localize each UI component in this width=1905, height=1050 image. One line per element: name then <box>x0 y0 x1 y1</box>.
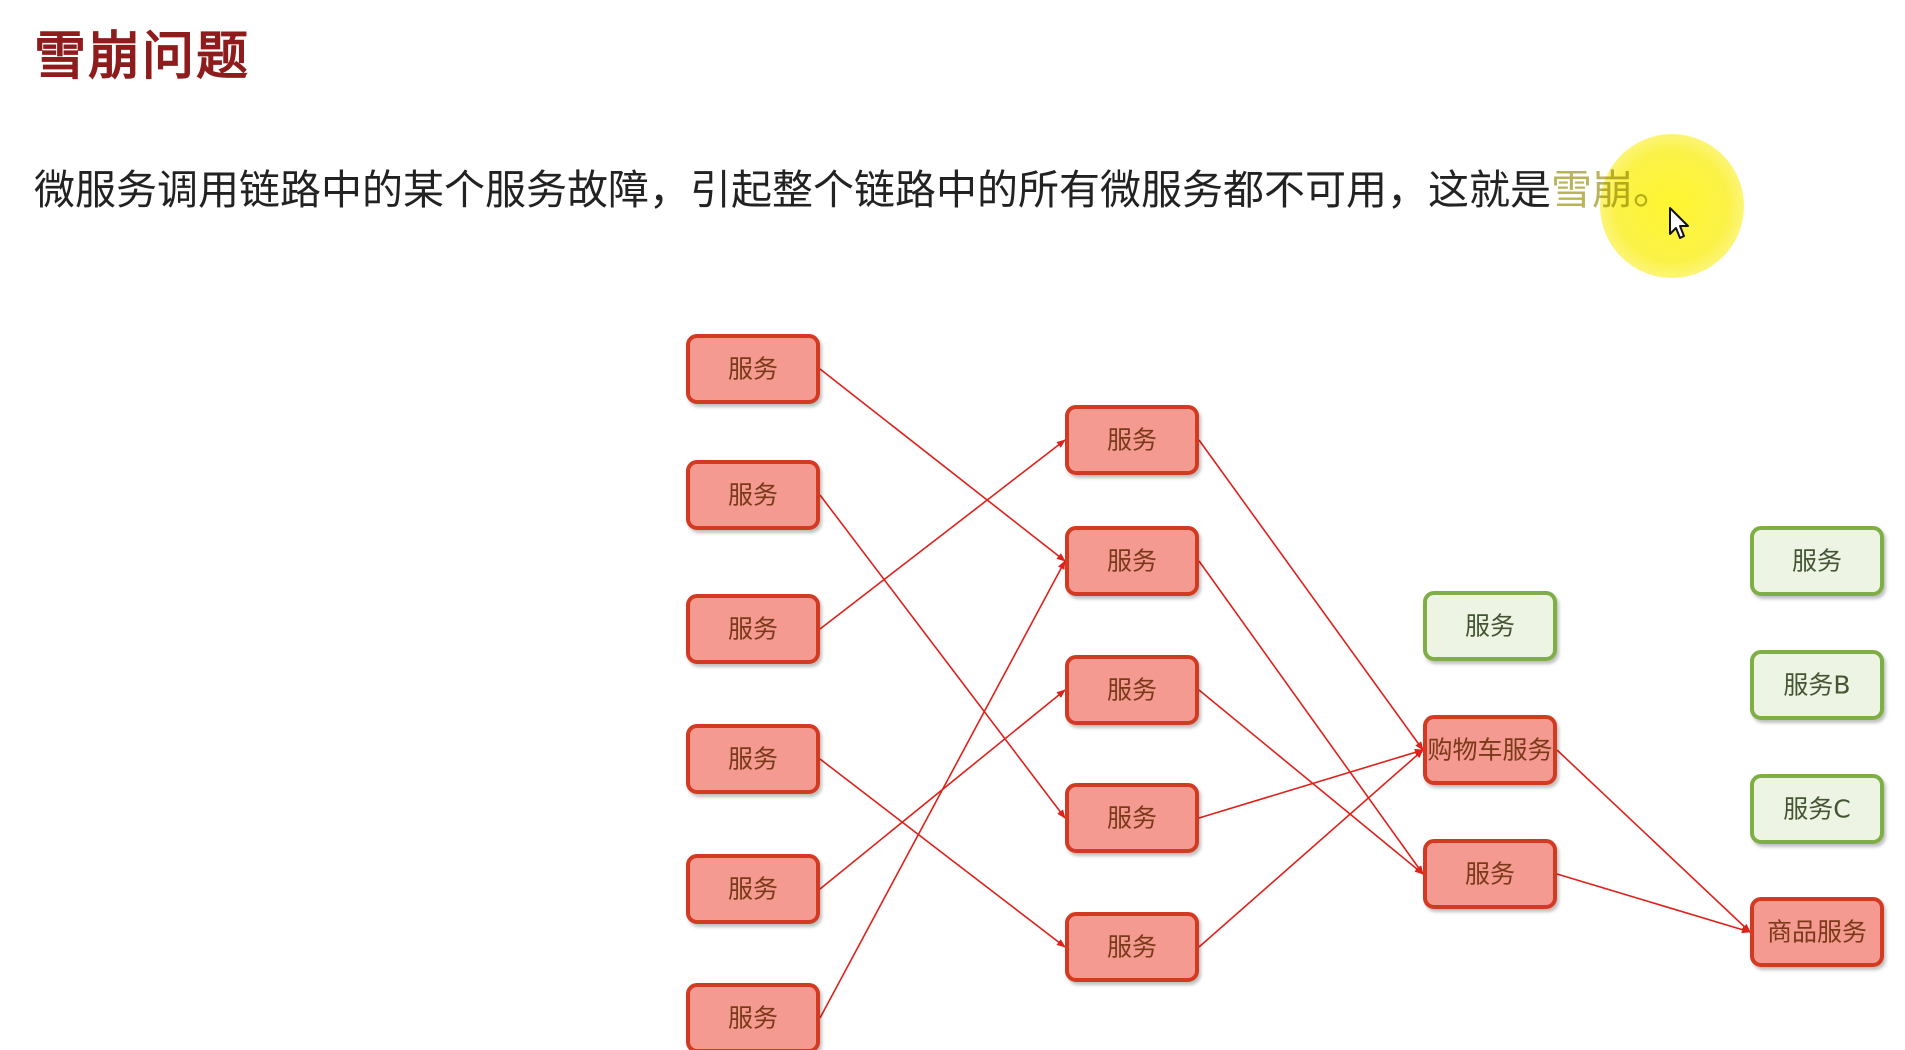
service-node-box <box>686 724 820 794</box>
service-node-label: 商品服务 <box>1767 918 1867 947</box>
service-node-c1_1: 服务 <box>686 334 820 404</box>
service-node-c3_top: 服务 <box>1423 591 1557 661</box>
service-node-box <box>686 334 820 404</box>
service-node-c1_5: 服务 <box>686 854 820 924</box>
service-node-c4_goods: 商品服务 <box>1750 897 1884 967</box>
service-node-box <box>1423 715 1557 785</box>
edge-c2_5-to-c3_cart <box>1198 749 1424 948</box>
service-node-c1_4: 服务 <box>686 724 820 794</box>
service-node-c1_3: 服务 <box>686 594 820 664</box>
service-node-label: 服务 <box>728 481 778 510</box>
service-node-label: 服务 <box>728 615 778 644</box>
service-node-c2_1: 服务 <box>1065 405 1199 475</box>
edges-layer <box>819 368 1751 1019</box>
service-node-label: 服务 <box>1107 804 1157 833</box>
edge-c1_4-to-c2_5 <box>819 758 1066 948</box>
service-node-box <box>1065 912 1199 982</box>
service-node-box <box>1065 655 1199 725</box>
service-node-box <box>1750 774 1884 844</box>
service-node-box <box>686 983 820 1050</box>
edge-c2_3-to-c3_svc <box>1198 689 1424 875</box>
edge-c2_2-to-c3_svc <box>1198 560 1424 875</box>
service-node-c2_4: 服务 <box>1065 783 1199 853</box>
edge-c1_3-to-c2_1 <box>819 439 1066 630</box>
service-node-c2_5: 服务 <box>1065 912 1199 982</box>
nodes-layer: 服务服务服务服务服务服务服务服务服务服务服务服务购物车服务服务服务服务B服务C商… <box>686 334 1884 1050</box>
service-node-box <box>1750 650 1884 720</box>
service-node-c4_b: 服务B <box>1750 650 1884 720</box>
service-node-box <box>1750 897 1884 967</box>
service-node-label: 服务C <box>1783 795 1850 824</box>
service-node-c2_2: 服务 <box>1065 526 1199 596</box>
edge-c1_6-to-c2_2 <box>819 560 1066 1019</box>
service-node-label: 服务 <box>1107 426 1157 455</box>
description-text: 微服务调用链路中的某个服务故障，引起整个链路中的所有微服务都不可用，这就是 <box>34 166 1551 214</box>
service-node-c4_c: 服务C <box>1750 774 1884 844</box>
service-node-label: 购物车服务 <box>1427 736 1552 765</box>
service-node-label: 服务 <box>1792 547 1842 576</box>
edge-c1_1-to-c2_2 <box>819 368 1066 562</box>
service-node-label: 服务 <box>728 355 778 384</box>
service-node-box <box>686 594 820 664</box>
service-node-label: 服务 <box>1107 676 1157 705</box>
service-node-label: 服务 <box>1107 547 1157 576</box>
edge-c3_cart-to-c4_goods <box>1556 749 1751 933</box>
service-node-label: 服务 <box>728 875 778 904</box>
service-node-box <box>686 460 820 530</box>
service-node-box <box>1750 526 1884 596</box>
page-title: 雪崩问题 <box>34 27 251 87</box>
service-node-label: 服务 <box>728 1004 778 1033</box>
service-node-box <box>1065 783 1199 853</box>
service-node-c1_6: 服务 <box>686 983 820 1050</box>
service-node-label: 服务B <box>1783 671 1850 700</box>
edge-c3_svc-to-c4_goods <box>1556 873 1751 934</box>
service-node-label: 服务 <box>1465 612 1515 641</box>
service-node-box <box>1423 591 1557 661</box>
service-node-label: 服务 <box>1465 860 1515 889</box>
service-node-c3_svc: 服务 <box>1423 839 1557 909</box>
edge-c1_2-to-c2_4 <box>819 494 1066 819</box>
service-node-label: 服务 <box>728 745 778 774</box>
description: 微服务调用链路中的某个服务故障，引起整个链路中的所有微服务都不可用，这就是雪崩。 <box>34 164 1674 217</box>
service-node-box <box>1423 839 1557 909</box>
service-node-box <box>686 854 820 924</box>
mouse-cursor-icon <box>1669 207 1689 239</box>
service-node-box <box>1065 405 1199 475</box>
edge-c2_4-to-c3_cart <box>1198 748 1424 819</box>
service-node-c3_cart: 购物车服务 <box>1423 715 1557 785</box>
service-node-c1_2: 服务 <box>686 460 820 530</box>
service-node-c4_1: 服务 <box>1750 526 1884 596</box>
service-node-box <box>1065 526 1199 596</box>
service-node-c2_3: 服务 <box>1065 655 1199 725</box>
edge-c2_1-to-c3_cart <box>1198 439 1424 751</box>
service-node-label: 服务 <box>1107 933 1157 962</box>
